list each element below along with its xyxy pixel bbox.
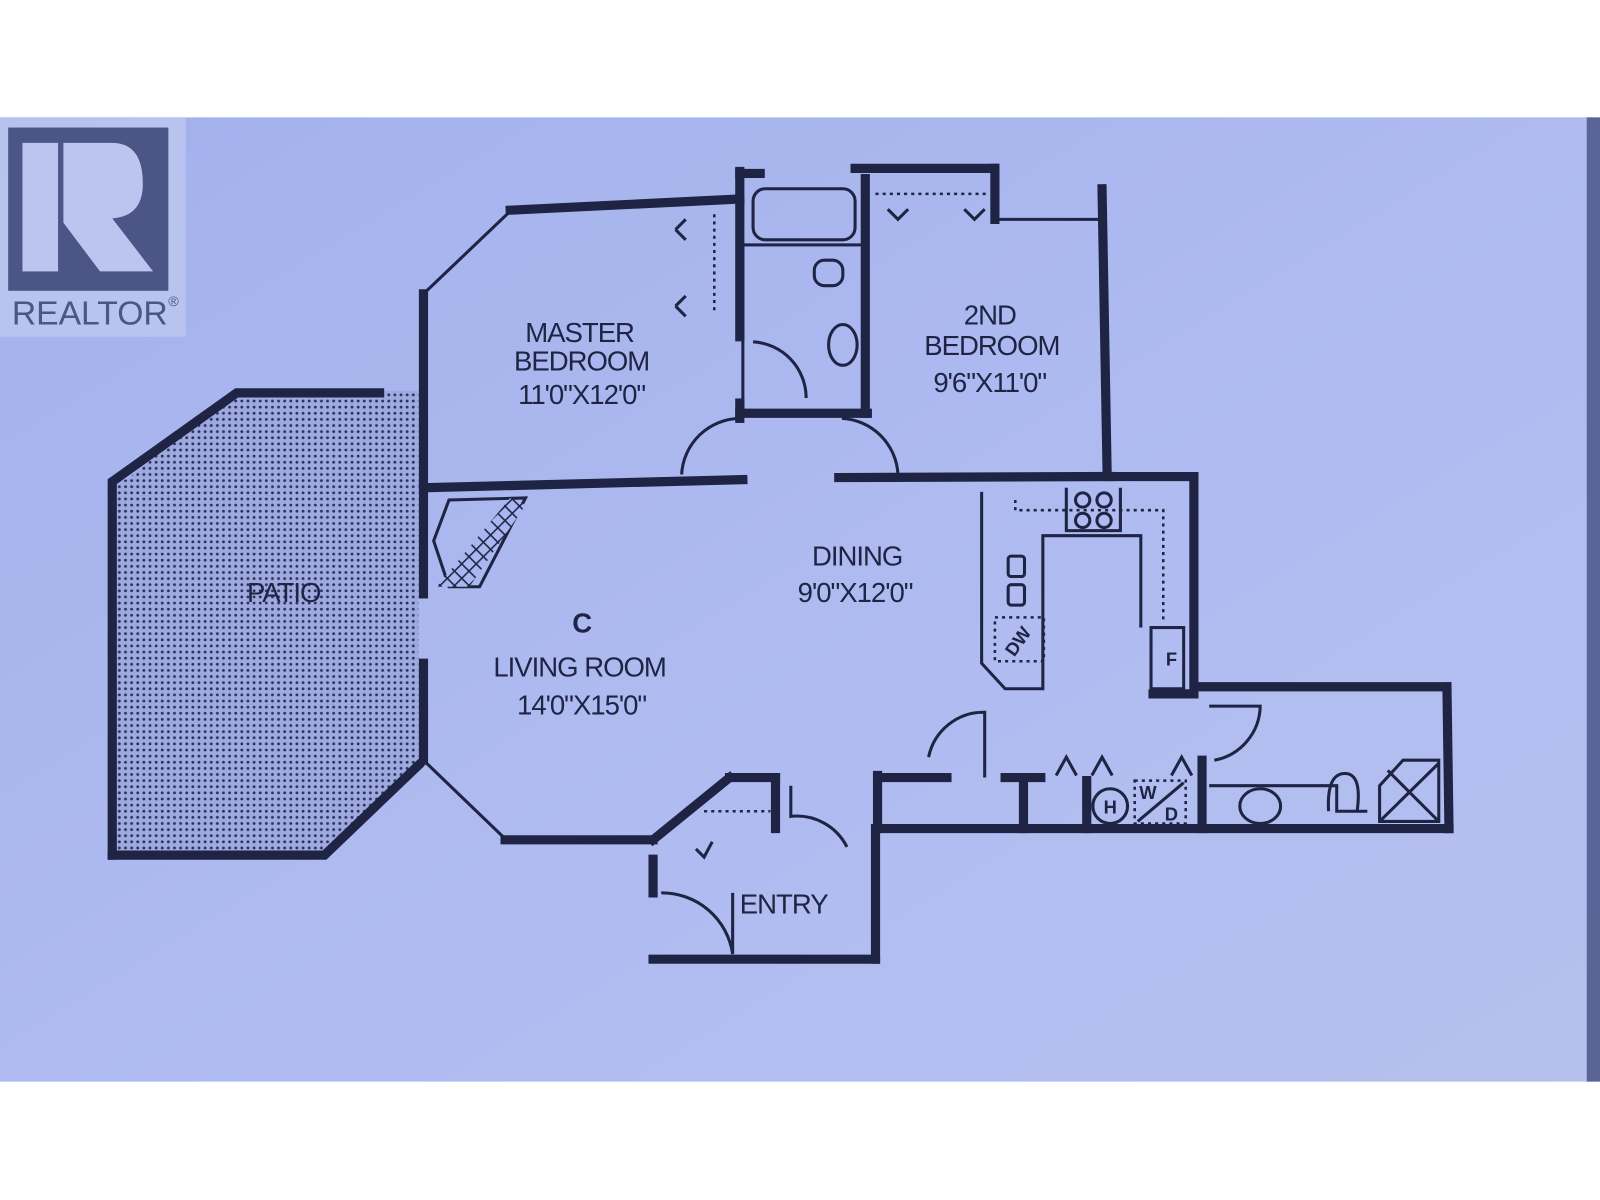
- master-bedroom-name-2: BEDROOM: [514, 345, 649, 376]
- living-room-size: 14'0"X15'0": [517, 689, 646, 720]
- second-bedroom-size: 9'6"X11'0": [933, 367, 1046, 398]
- dryer-label: D: [1165, 803, 1178, 824]
- dining-name: DINING: [812, 540, 902, 571]
- fixtures: DW F H W D: [432, 187, 1441, 955]
- living-room-name: LIVING ROOM: [493, 652, 665, 683]
- realtor-logo: REALTOR ®: [0, 117, 186, 337]
- unit-letter: C: [572, 608, 592, 639]
- second-bedroom-name-2: BEDROOM: [924, 330, 1059, 361]
- patio-area: [112, 390, 419, 856]
- patio-label: PATIO: [247, 577, 321, 608]
- heater-label: H: [1104, 796, 1117, 817]
- photo-right-edge: [1586, 117, 1600, 1082]
- master-bedroom-size: 11'0"X12'0": [518, 379, 645, 410]
- realtor-text: REALTOR: [12, 295, 168, 332]
- fridge-label: F: [1166, 648, 1177, 669]
- entry-label: ENTRY: [740, 888, 828, 919]
- dining-size: 9'0"X12'0": [798, 577, 913, 608]
- second-bedroom-name-1: 2ND: [964, 299, 1016, 330]
- washer-label: W: [1139, 782, 1157, 803]
- registered-mark: ®: [168, 294, 179, 310]
- master-bedroom-name-1: MASTER: [525, 317, 634, 348]
